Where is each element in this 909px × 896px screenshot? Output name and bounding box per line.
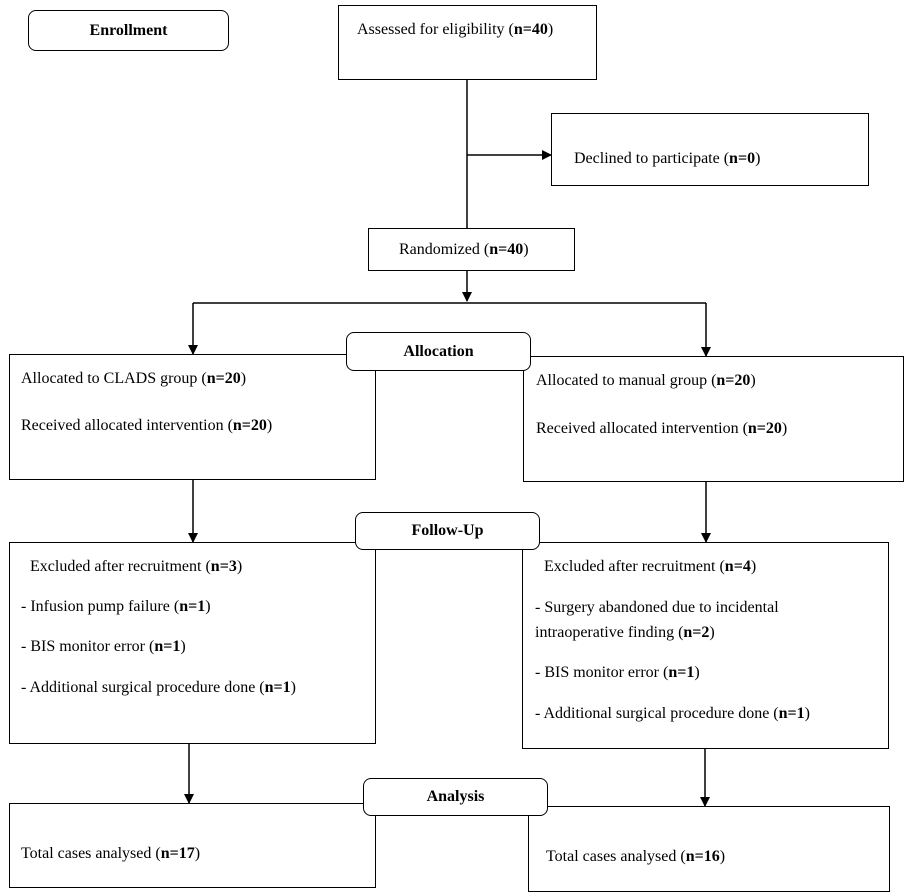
clads-reason-n: n=1: [154, 638, 181, 655]
analysis-stage-label: Analysis: [363, 778, 548, 816]
manual-reason1-line1: - Surgery abandoned due to incidental: [535, 599, 779, 616]
clads-allocated-label: Allocated to CLADS group (: [21, 370, 207, 387]
followup-label: Follow-Up: [411, 522, 484, 539]
assessed-n: n=40: [513, 21, 548, 38]
clads-reason-label: - Additional surgical procedure done (: [21, 679, 265, 696]
clads-reason-label: - Infusion pump failure (: [21, 598, 180, 615]
manual-analysed-label: Total cases analysed (: [546, 848, 686, 865]
manual-excluded-label: Excluded after recruitment (: [544, 558, 725, 575]
randomized-box: Randomized (n=40): [368, 228, 575, 271]
clads-analysis-box: Total cases analysed (n=17): [9, 803, 376, 888]
assessed-label: Assessed for eligibility (: [357, 21, 514, 38]
clads-followup-box: Excluded after recruitment (n=3) - Infus…: [9, 542, 376, 744]
manual-reason-n: n=1: [668, 664, 695, 681]
manual-analysis-box: Total cases analysed (n=16): [528, 806, 890, 892]
clads-received-label: Received allocated intervention (: [21, 417, 233, 434]
manual-analysed-n: n=16: [685, 848, 720, 865]
assessed-box: Assessed for eligibility (n=40): [338, 5, 597, 80]
clads-allocated-n: n=20: [206, 370, 241, 387]
clads-reason-n: n=1: [264, 679, 291, 696]
manual-allocated-label: Allocated to manual group (: [536, 372, 717, 389]
enrollment-stage-label: Enrollment: [28, 10, 229, 51]
clads-reason-label: - BIS monitor error (: [21, 638, 155, 655]
enrollment-label: Enrollment: [89, 22, 168, 39]
followup-stage-label: Follow-Up: [355, 512, 540, 550]
clads-analysed-label: Total cases analysed (: [21, 845, 161, 862]
manual-allocated-n: n=20: [716, 372, 751, 389]
manual-excluded-n: n=4: [724, 558, 751, 575]
allocation-stage-label: Allocation: [346, 332, 531, 371]
clads-excluded-n: n=3: [210, 558, 237, 575]
manual-reason1-n: n=2: [683, 624, 710, 641]
clads-allocation-box: Allocated to CLADS group (n=20) Received…: [9, 354, 376, 480]
declined-label: Declined to participate (: [574, 150, 730, 167]
manual-received-label: Received allocated intervention (: [536, 420, 748, 437]
randomized-n: n=40: [489, 241, 524, 258]
manual-reason-label: - Additional surgical procedure done (: [535, 705, 779, 722]
clads-analysed-n: n=17: [160, 845, 195, 862]
manual-reason1-line2: intraoperative finding (: [535, 624, 684, 641]
manual-allocation-box: Allocated to manual group (n=20) Receive…: [523, 356, 904, 482]
allocation-label: Allocation: [403, 343, 474, 360]
manual-followup-box: Excluded after recruitment (n=4) - Surge…: [522, 542, 889, 749]
manual-reason-label: - BIS monitor error (: [535, 664, 669, 681]
clads-received-n: n=20: [232, 417, 267, 434]
clads-reason-n: n=1: [179, 598, 206, 615]
randomized-label: Randomized (: [399, 241, 490, 258]
analysis-label: Analysis: [426, 788, 485, 805]
clads-excluded-label: Excluded after recruitment (: [30, 558, 211, 575]
declined-n: n=0: [729, 150, 756, 167]
manual-received-n: n=20: [747, 420, 782, 437]
manual-reason-n: n=1: [778, 705, 805, 722]
declined-box: Declined to participate (n=0): [551, 113, 869, 186]
